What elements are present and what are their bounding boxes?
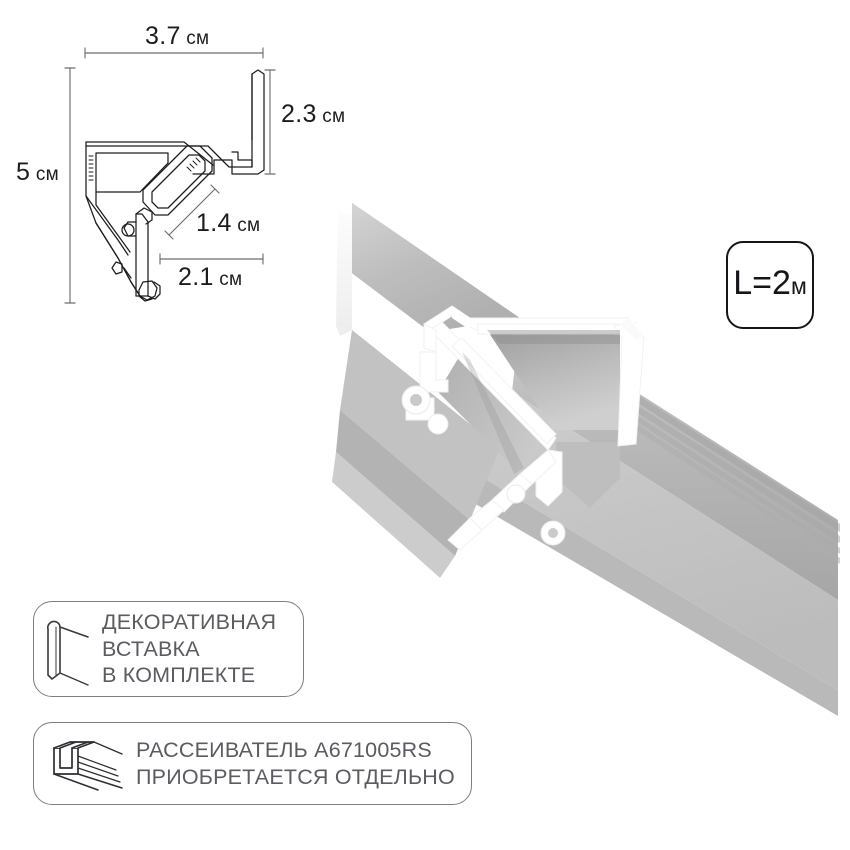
diffuser-text: РАССЕИВАТЕЛЬ A671005RS ПРИОБРЕТАЕТСЯ ОТД… bbox=[136, 738, 455, 789]
dimension-label-width: 3.7 см bbox=[145, 22, 210, 50]
dimension-label-height: 5 см bbox=[16, 158, 59, 186]
dimension-label-flange: 2.3 см bbox=[281, 100, 346, 128]
diffuser-channel-icon bbox=[53, 740, 123, 791]
dimension-label-led-seat: 1.4 см bbox=[196, 209, 261, 237]
diffuser-badge: РАССЕИВАТЕЛЬ A671005RS ПРИОБРЕТАЕТСЯ ОТД… bbox=[33, 722, 472, 805]
cross-section-drawing bbox=[64, 47, 276, 304]
insert-strip-icon bbox=[47, 620, 89, 686]
extrusion-white-rim bbox=[326, 318, 850, 592]
dimension-label-base: 2.1 см bbox=[178, 263, 243, 291]
decorative-insert-text: ДЕКОРАТИВНАЯ ВСТАВКА В КОМПЛЕКТЕ bbox=[102, 610, 277, 688]
length-badge-label: L=2м bbox=[733, 263, 807, 302]
dimension-lines bbox=[64, 47, 276, 304]
length-badge: L=2м bbox=[726, 241, 814, 329]
decorative-insert-badge: ДЕКОРАТИВНАЯ ВСТАВКА В КОМПЛЕКТЕ bbox=[33, 601, 304, 697]
extrusion-end-face bbox=[401, 305, 645, 551]
